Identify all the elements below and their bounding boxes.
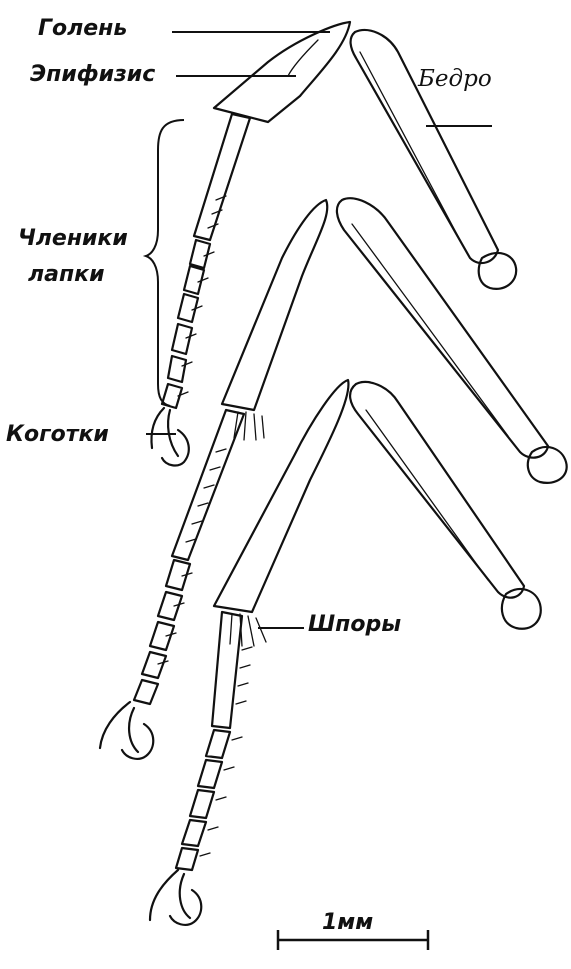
tibia-3 bbox=[214, 380, 348, 612]
label-epiphysis: Эпифизис bbox=[30, 64, 155, 86]
tarsal-segments-2 bbox=[134, 560, 190, 704]
leg-2 bbox=[100, 198, 567, 759]
tarsus-shaft-3 bbox=[212, 612, 242, 728]
femur-2 bbox=[337, 198, 548, 457]
label-femur: Бедро bbox=[418, 68, 492, 91]
claws-1 bbox=[152, 408, 189, 465]
femur-3-inner-line bbox=[366, 410, 488, 580]
tibia-2 bbox=[222, 200, 327, 410]
pointer-lines bbox=[146, 32, 492, 628]
spurs-3 bbox=[230, 614, 266, 646]
trochanter-1 bbox=[479, 253, 516, 289]
label-claws: Коготки bbox=[6, 424, 109, 446]
tibia-1 bbox=[214, 22, 350, 122]
tarsus-shaft-1 bbox=[194, 114, 250, 240]
trochanter-3 bbox=[502, 589, 541, 629]
label-tarsal-segments-line1: Членики bbox=[18, 228, 128, 250]
label-tarsal-segments-line2: лапки bbox=[28, 264, 105, 286]
bracket-tarsal-segments bbox=[146, 120, 184, 406]
femur-3 bbox=[350, 382, 524, 598]
tarsal-segments-3 bbox=[176, 730, 230, 870]
leg-3 bbox=[150, 380, 541, 925]
femur-1 bbox=[351, 30, 498, 263]
label-spurs: Шпоры bbox=[308, 614, 401, 636]
label-tibia: Голень bbox=[38, 18, 127, 40]
trochanter-2 bbox=[528, 447, 567, 483]
claws-2 bbox=[100, 702, 153, 759]
tarsal-segments-1 bbox=[162, 240, 210, 408]
claws-3 bbox=[150, 870, 201, 925]
scale-bar-label: 1мм bbox=[322, 912, 373, 934]
bristles-2 bbox=[158, 449, 226, 664]
